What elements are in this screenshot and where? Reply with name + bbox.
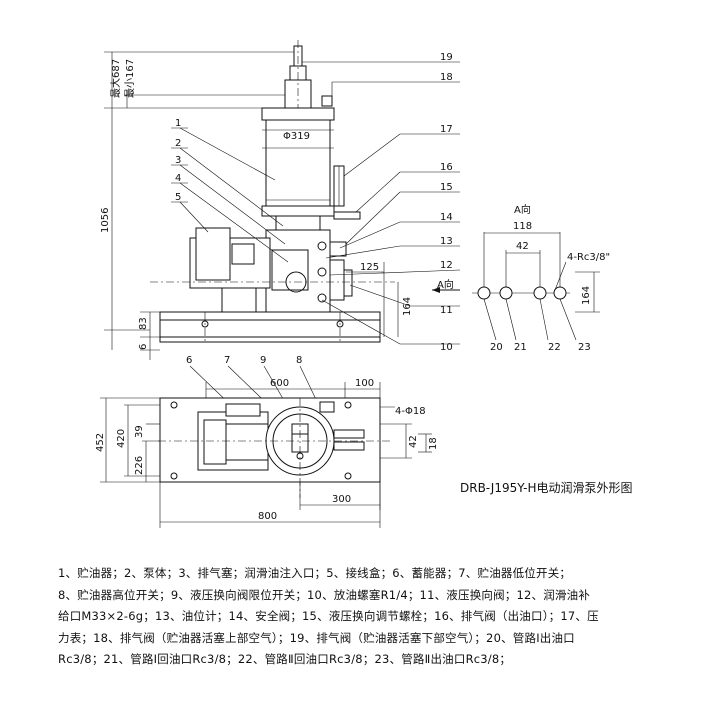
dim-42-side: 42	[516, 241, 529, 252]
dim-300: 300	[332, 494, 351, 505]
top-view: 6 7 9 8 600 100 4-Φ18	[95, 355, 439, 528]
callout-11: 11	[440, 305, 453, 316]
dim-164-side: 164	[581, 286, 592, 305]
callout-15: 15	[440, 182, 453, 193]
dim-800: 800	[258, 511, 277, 522]
legend-line: 给口M33×2-6g；13、油位计；14、安全阀；15、液压换向调节螺栓；16、…	[58, 606, 668, 628]
dim-42-top: 42	[408, 435, 419, 448]
callout-22: 22	[548, 342, 561, 353]
dim-height-1056: 1056	[100, 208, 111, 233]
dim-min-167: 最小167	[124, 59, 136, 98]
legend-line: 力表；18、排气阀（贮油器活塞上部空气）；19、排气阀（贮油器活塞下部空气）；2…	[58, 628, 668, 650]
callout-4: 4	[175, 173, 181, 184]
dim-164-front: 164	[402, 297, 413, 316]
dim-600: 600	[270, 378, 289, 389]
parts-legend: 1、贮油器；2、泵体；3、排气塞；润滑油注入口；5、接线盒；6、蓄能器；7、贮油…	[58, 563, 668, 671]
callout-17: 17	[440, 124, 453, 135]
legend-text: 1、贮油器；2、泵体；3、排气塞；润滑油注入口；5、接线盒；6、蓄能器；7、贮油…	[58, 566, 572, 580]
port-label: 4-Rc3/8"	[567, 252, 610, 263]
callout-19: 19	[440, 52, 453, 63]
callout-1: 1	[175, 118, 181, 129]
legend-text: Rc3/8；21、管路Ⅰ回油口Rc3/8；22、管路Ⅱ回油口Rc3/8；23、管…	[58, 652, 512, 666]
dim-100: 100	[355, 378, 374, 389]
callout-14: 14	[440, 212, 453, 223]
legend-line: 8、贮油器高位开关；9、液压换向阀限位开关；10、放油螺塞R1/4；11、液压换…	[58, 585, 668, 607]
callout-10: 10	[440, 342, 453, 353]
legend-text: 力表；18、排气阀（贮油器活塞上部空气）；19、排气阀（贮油器活塞下部空气）；2…	[58, 630, 575, 645]
front-view: 最大687 最小167 1056 83 6 Φ319	[100, 40, 461, 360]
callout-8: 8	[296, 355, 302, 366]
callout-20: 20	[490, 342, 503, 353]
callout-23: 23	[578, 342, 591, 353]
dim-125: 125	[360, 262, 379, 273]
dim-226: 226	[134, 456, 145, 475]
dim-420: 420	[116, 429, 127, 448]
dim-6: 6	[138, 344, 149, 350]
callout-7: 7	[224, 355, 230, 366]
callout-21: 21	[514, 342, 527, 353]
dim-118: 118	[513, 221, 532, 232]
dim-452: 452	[95, 433, 106, 452]
a-view-title: A向	[514, 203, 531, 216]
dim-4-holes: 4-Φ18	[395, 406, 426, 417]
callout-3: 3	[175, 155, 181, 166]
label-a-direction: A向	[437, 278, 454, 291]
callout-16: 16	[440, 162, 453, 173]
callout-2: 2	[175, 138, 181, 149]
callout-5: 5	[175, 192, 181, 203]
a-direction-view: A向 118 42 4-Rc3/8" 164 20 21 22 23	[472, 203, 610, 353]
dim-18: 18	[428, 437, 439, 450]
dim-diameter-319: Φ319	[283, 131, 310, 142]
drawing-caption: DRB-J195Y-H电动润滑泵外形图	[460, 481, 633, 495]
dim-39: 39	[134, 425, 145, 438]
legend-text: 给口M33×2-6g；13、油位计；14、安全阀；15、液压换向调节螺栓；16、…	[58, 609, 599, 623]
dim-max-687: 最大687	[109, 59, 122, 98]
legend-line: Rc3/8；21、管路Ⅰ回油口Rc3/8；22、管路Ⅱ回油口Rc3/8；23、管…	[58, 649, 668, 671]
callout-13: 13	[440, 236, 453, 247]
callout-9: 9	[260, 355, 266, 366]
dim-base-83: 83	[138, 317, 149, 330]
legend-text: 8、贮油器高位开关；9、液压换向阀限位开关；10、放油螺塞R1/4；11、液压换…	[58, 587, 591, 602]
callout-18: 18	[440, 72, 453, 83]
legend-line: 1、贮油器；2、泵体；3、排气塞；润滑油注入口；5、接线盒；6、蓄能器；7、贮油…	[58, 563, 668, 585]
callout-12: 12	[440, 260, 453, 271]
callout-6: 6	[186, 355, 192, 366]
